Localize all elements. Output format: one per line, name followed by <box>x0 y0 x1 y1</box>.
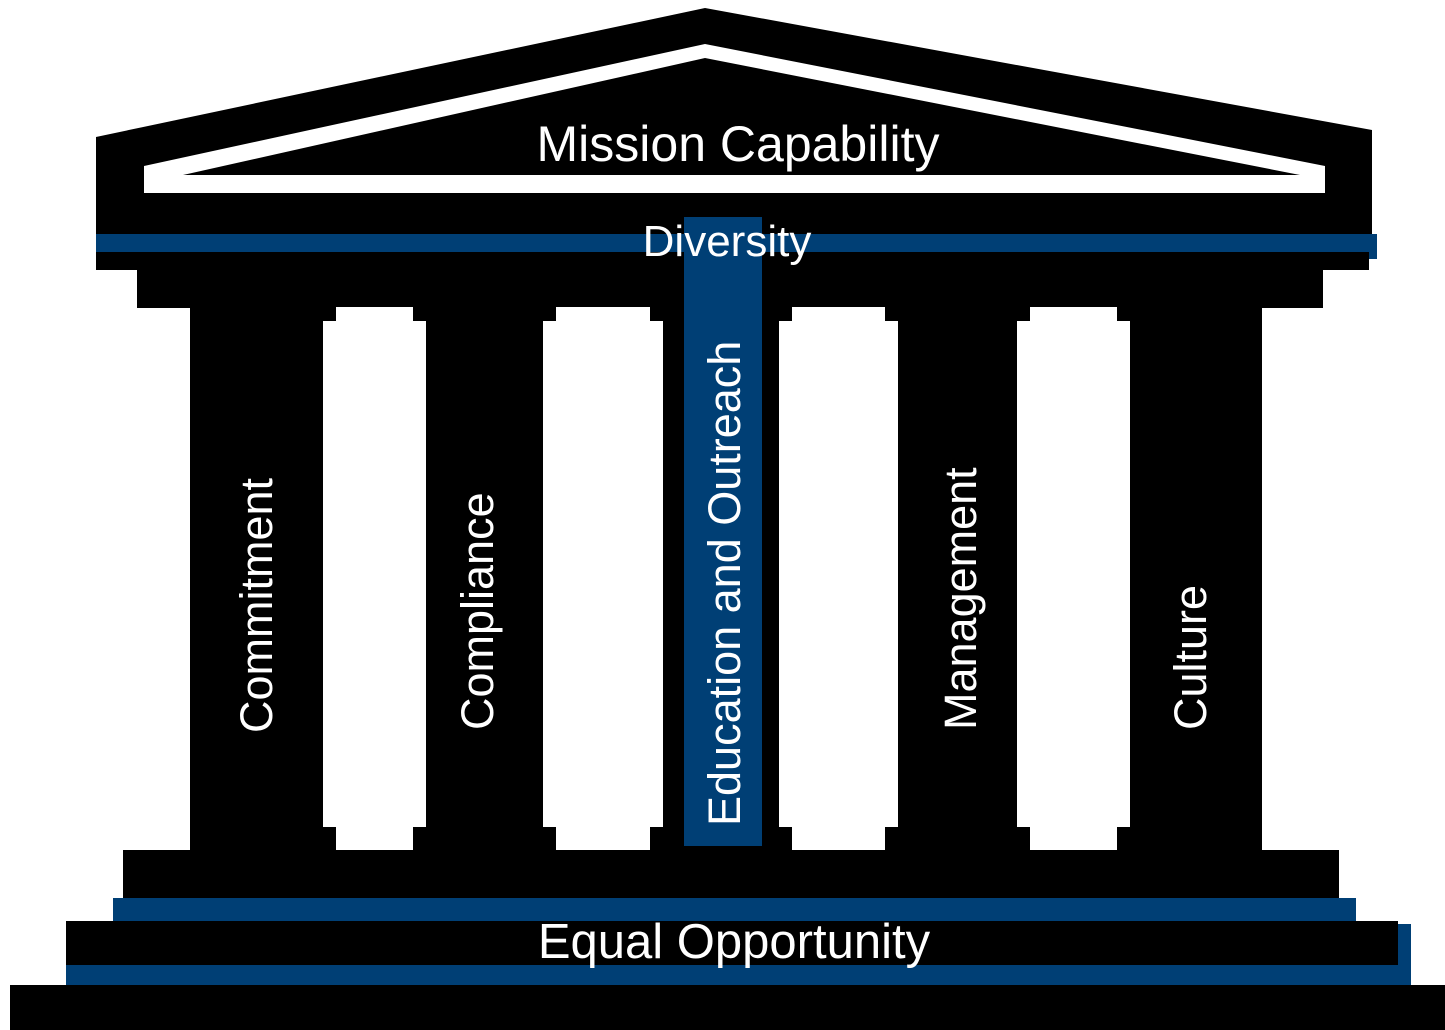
colonnade-left-notch <box>137 308 190 321</box>
base-step-black <box>66 921 1398 965</box>
gap-top-neck <box>336 307 413 322</box>
base-blue-notch <box>1290 898 1356 924</box>
highlighted-pillar-strip <box>684 217 762 846</box>
gap-bottom-neck <box>336 826 413 850</box>
base-label: Equal Opportunity <box>538 915 931 969</box>
gap-bottom-neck <box>556 826 650 850</box>
gap-top-neck <box>1030 307 1117 322</box>
pillar-labels: Commitment Compliance Education and Outr… <box>231 341 1216 826</box>
base-blue-band-top <box>113 898 1291 921</box>
pillar-label: Compliance <box>452 492 503 730</box>
colonnade-right-notch <box>1262 308 1323 321</box>
colonnade-right-foot-notch <box>1262 828 1339 850</box>
roof-label: Mission Capability <box>537 116 940 172</box>
pillar-label: Management <box>935 467 986 730</box>
entablature-label: Diversity <box>643 217 812 266</box>
gap-bottom-neck <box>792 826 885 850</box>
pillar-label: Education and Outreach <box>699 341 750 826</box>
gap-shaft <box>323 321 426 827</box>
gap-shaft <box>779 321 898 827</box>
roof-inner-fill <box>183 58 1300 175</box>
gap-shaft <box>543 321 663 827</box>
roof <box>96 8 1372 250</box>
pillar-label: Culture <box>1165 585 1216 730</box>
ground-step <box>10 985 1445 1030</box>
colonnade-left-foot-notch <box>123 828 190 850</box>
stylobate <box>123 850 1339 898</box>
colonnade-gaps <box>123 307 1339 850</box>
gap-top-neck <box>792 307 885 322</box>
gap-top-neck <box>556 307 650 322</box>
pillar-label: Commitment <box>231 477 282 733</box>
base <box>10 850 1445 1030</box>
gap-bottom-neck <box>1030 826 1117 850</box>
gap-shaft <box>1017 321 1130 827</box>
